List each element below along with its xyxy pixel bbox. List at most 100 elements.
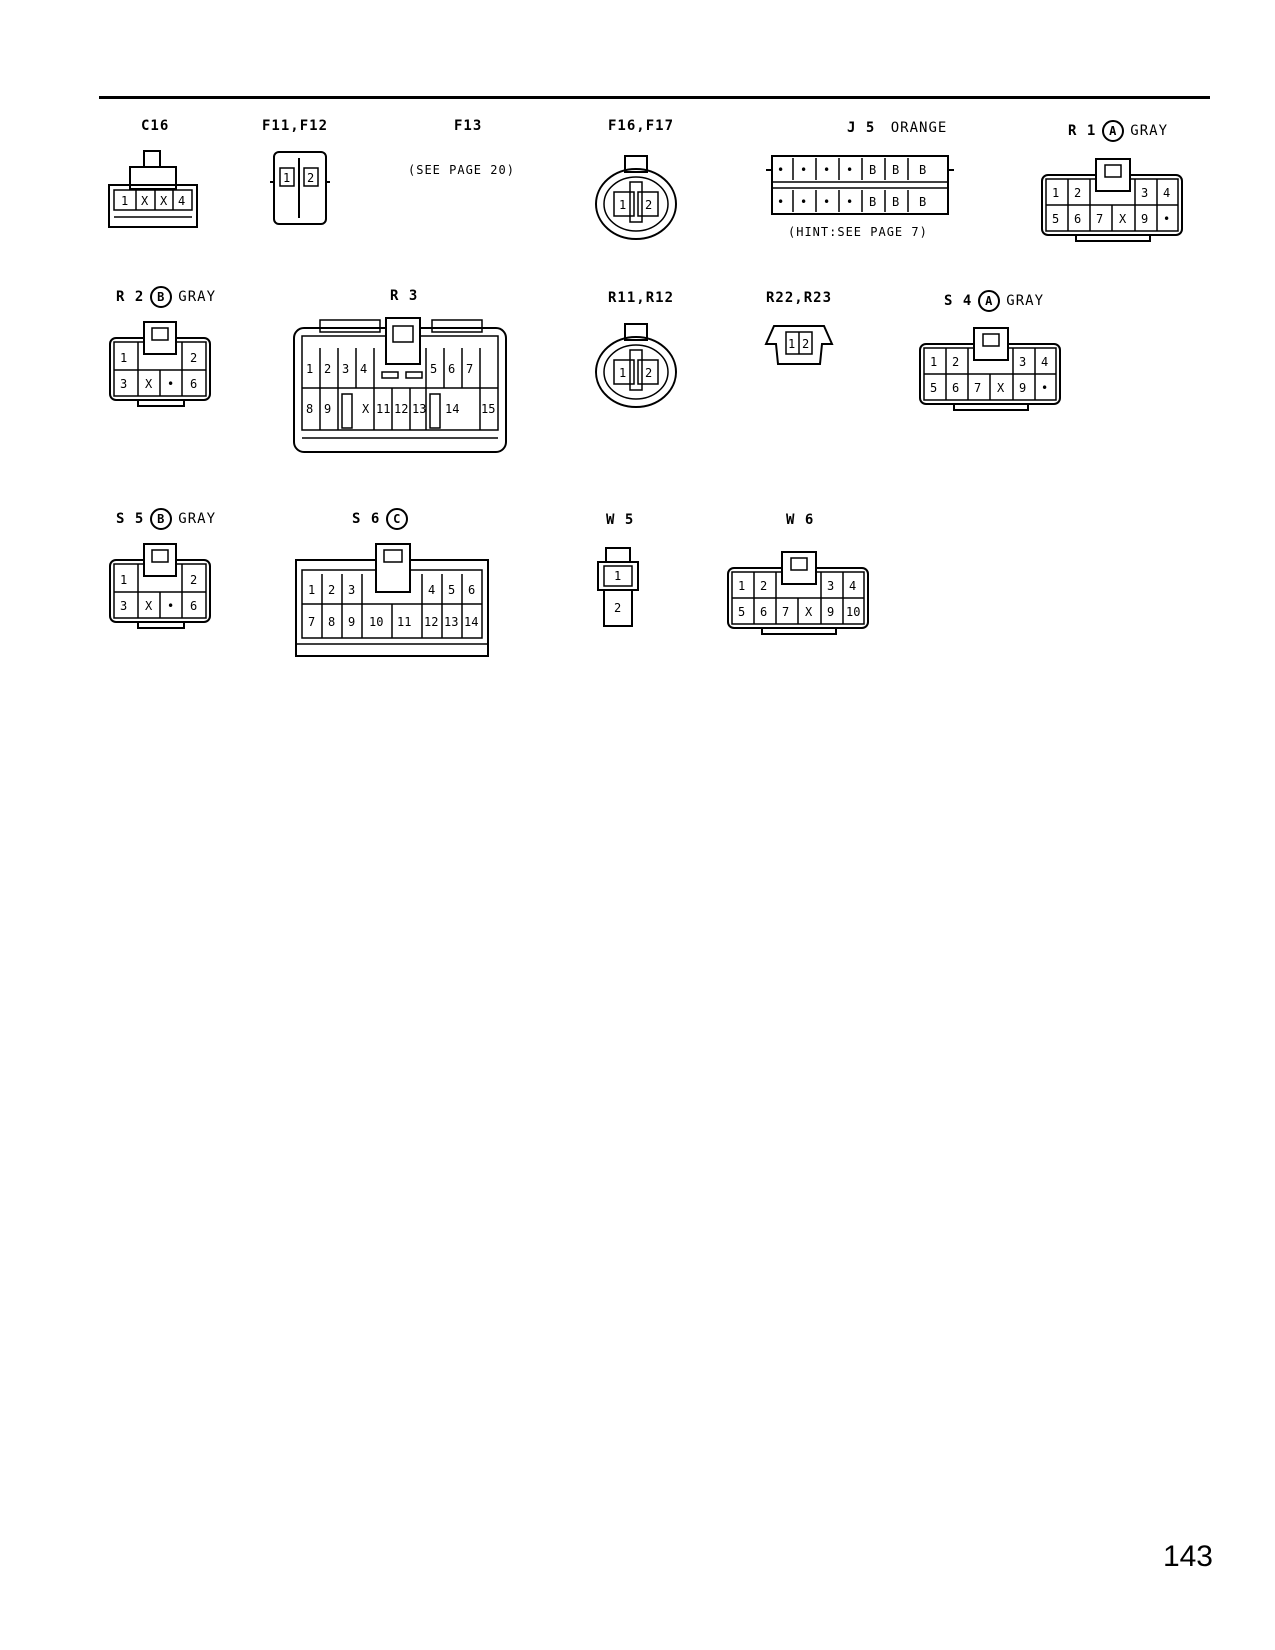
label-f16-f17: F16,F17 (608, 118, 675, 134)
pin-w6-5: 5 (738, 605, 745, 619)
label-j5: J 5 ORANGE (847, 120, 947, 136)
pin-w5-1: 1 (614, 569, 621, 583)
pin-s6-13: 13 (444, 615, 458, 629)
r1-color: GRAY (1130, 123, 1169, 139)
pin-w6-10: 10 (846, 605, 860, 619)
j5-color: ORANGE (890, 120, 948, 136)
pin-r1-7: 7 (1096, 212, 1103, 226)
connector-r2: 1 2 3 X • 6 (109, 321, 211, 407)
r1-code: R 1 (1068, 123, 1097, 139)
pin-s6-4: 4 (428, 583, 435, 597)
pin-r3-1: 1 (306, 362, 313, 376)
pin-s6-8: 8 (328, 615, 335, 629)
note-f13: (SEE PAGE 20) (408, 163, 515, 177)
pin-w6-3: 3 (827, 579, 834, 593)
s5-letter: B (150, 508, 173, 530)
pin-s5-2: 2 (190, 573, 197, 587)
pin-f11-1: 1 (283, 171, 290, 185)
pin-f16-1: 1 (619, 198, 626, 212)
pin-s4-1: 1 (930, 355, 937, 369)
pin-r3-9: 9 (324, 402, 331, 416)
pin-r3-15: 15 (481, 402, 495, 416)
connector-f16-f17: 1 2 (595, 155, 677, 240)
connector-c16: 1 X X 4 (108, 150, 198, 228)
pin-j5-b7: B (919, 195, 926, 209)
pin-s4-10: • (1041, 381, 1048, 395)
pin-s6-10: 10 (369, 615, 383, 629)
pin-s4-7: 7 (974, 381, 981, 395)
page-number: 143 (1162, 1540, 1213, 1573)
label-f11-f12: F11,F12 (262, 118, 329, 134)
s6-code: S 6 (352, 511, 381, 527)
pin-r22-1: 1 (788, 337, 795, 351)
pin-r2-6: 6 (190, 377, 197, 391)
r2-color: GRAY (178, 289, 217, 305)
pin-j5-t6: B (892, 163, 899, 177)
pin-c16-3: X (160, 194, 168, 208)
pin-r11-1: 1 (619, 366, 626, 380)
pin-w6-7: 7 (782, 605, 789, 619)
s4-letter: A (978, 290, 1001, 312)
pin-j5-t3: • (823, 163, 830, 177)
pin-c16-4: 4 (178, 194, 185, 208)
pin-s6-5: 5 (448, 583, 455, 597)
connector-s4: 1 2 3 4 5 6 7 X 9 • (919, 327, 1061, 411)
pin-w6-6: 6 (760, 605, 767, 619)
pin-s5-5: • (167, 599, 174, 613)
pin-r1-5: 5 (1052, 212, 1059, 226)
pin-s6-14: 14 (464, 615, 478, 629)
pin-s6-3: 3 (348, 583, 355, 597)
j5-code: J 5 (847, 120, 876, 136)
connector-r11-r12: 1 2 (595, 323, 677, 408)
s5-code: S 5 (116, 511, 145, 527)
pin-r3-4: 4 (360, 362, 367, 376)
s6-letter: C (386, 508, 409, 530)
pin-s4-4: 4 (1041, 355, 1048, 369)
pin-s6-11: 11 (397, 615, 411, 629)
pin-s5-6: 6 (190, 599, 197, 613)
pin-j5-t7: B (919, 163, 926, 177)
label-w5: W 5 (606, 512, 635, 528)
label-r11-r12: R11,R12 (608, 290, 675, 306)
pin-r1-8: X (1119, 212, 1127, 226)
pin-s5-1: 1 (120, 573, 127, 587)
pin-r3-12: 12 (394, 402, 408, 416)
pin-j5-t5: B (869, 163, 876, 177)
pin-f11-2: 2 (307, 171, 314, 185)
pin-w5-2: 2 (614, 601, 621, 615)
pin-r3-3: 3 (342, 362, 349, 376)
pin-j5-b5: B (869, 195, 876, 209)
pin-r1-6: 6 (1074, 212, 1081, 226)
pin-r22-2: 2 (802, 337, 809, 351)
pin-r3-7: 7 (466, 362, 473, 376)
s4-color: GRAY (1006, 293, 1045, 309)
connector-r22-r23: 1 2 (764, 325, 834, 365)
label-c16: C16 (141, 118, 170, 134)
pin-r3-8: 8 (306, 402, 313, 416)
pin-s4-6: 6 (952, 381, 959, 395)
pin-r1-2: 2 (1074, 186, 1081, 200)
pin-r11-2: 2 (645, 366, 652, 380)
pin-s5-4: X (145, 599, 153, 613)
pin-s4-2: 2 (952, 355, 959, 369)
pin-s4-3: 3 (1019, 355, 1026, 369)
connector-r3: 1 2 3 4 5 6 7 8 9 X 11 12 13 14 15 (293, 317, 507, 453)
pin-s4-9: 9 (1019, 381, 1026, 395)
label-r3: R 3 (390, 288, 419, 304)
connector-w5: 1 2 (597, 547, 639, 627)
pin-r1-4: 4 (1163, 186, 1170, 200)
note-j5: (HINT:SEE PAGE 7) (788, 225, 928, 239)
pin-s4-5: 5 (930, 381, 937, 395)
label-w6: W 6 (786, 512, 815, 528)
pin-r2-4: X (145, 377, 153, 391)
top-rule (99, 96, 1210, 99)
pin-j5-b2: • (800, 195, 807, 209)
r2-letter: B (150, 286, 173, 308)
pin-s6-6: 6 (468, 583, 475, 597)
pin-r3-2: 2 (324, 362, 331, 376)
pin-s6-7: 7 (308, 615, 315, 629)
pin-r3-6: 6 (448, 362, 455, 376)
pin-r1-9: 9 (1141, 212, 1148, 226)
